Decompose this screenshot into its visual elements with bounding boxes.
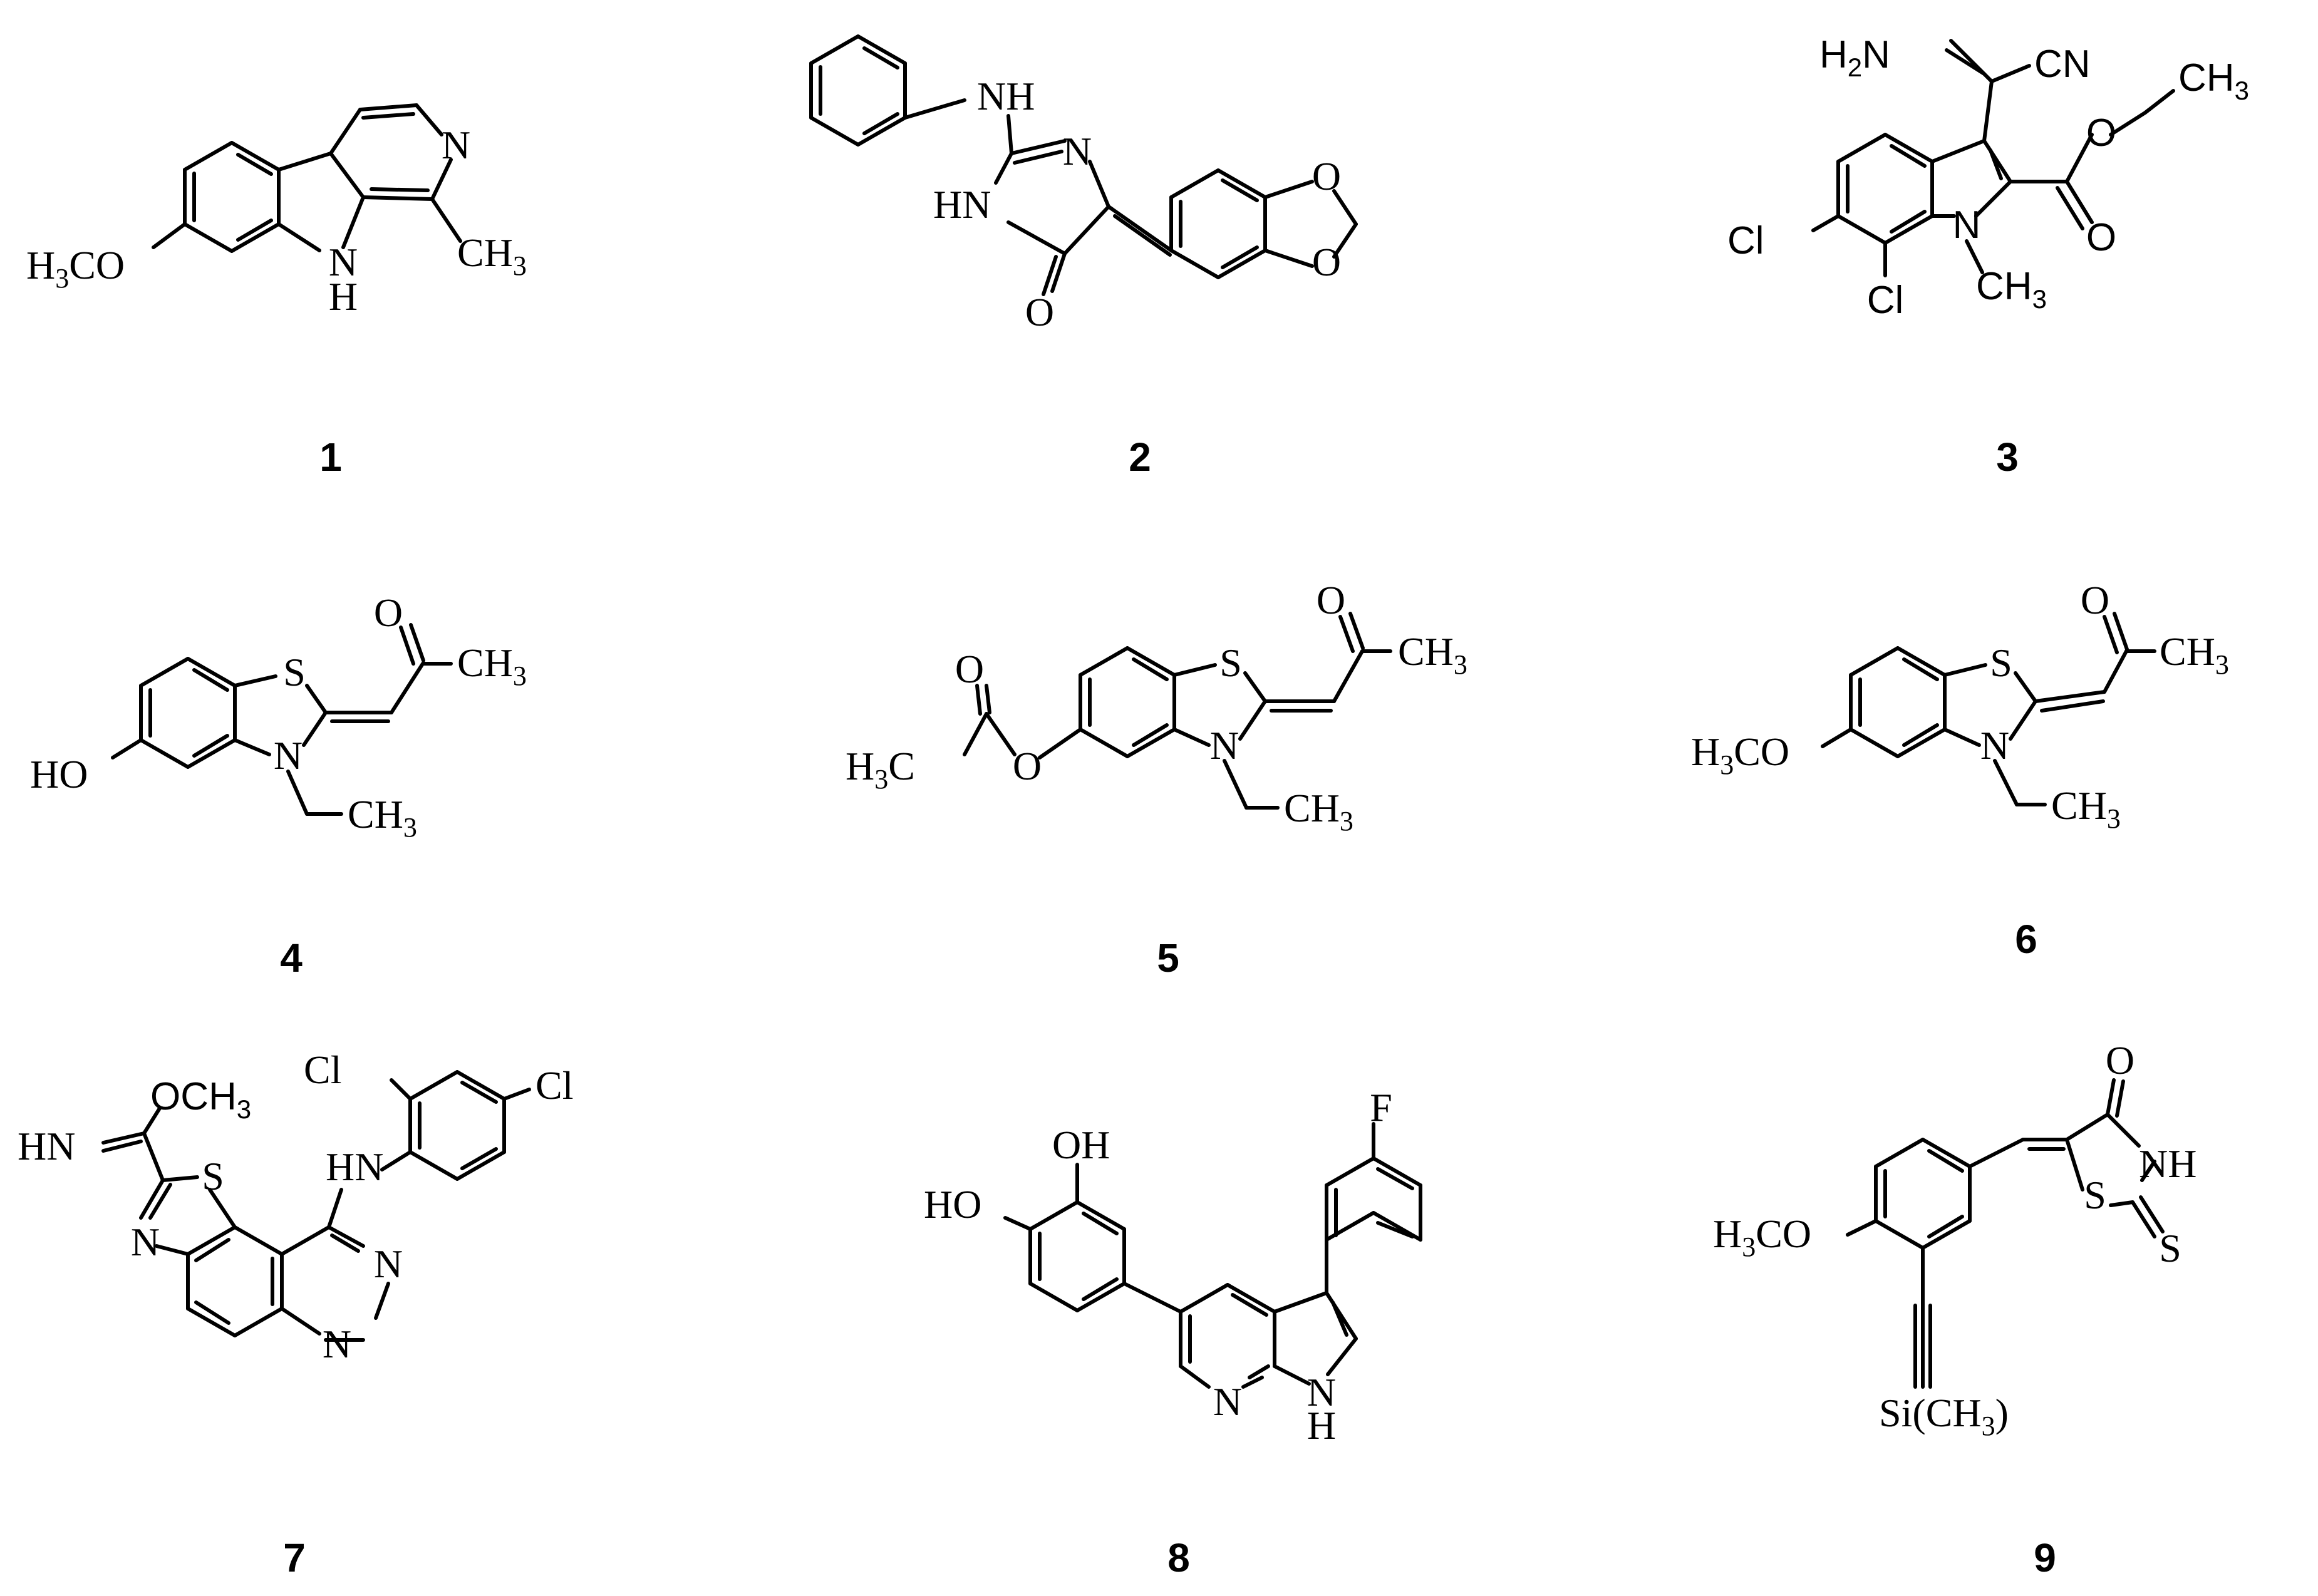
compound-7-label: HN xyxy=(326,1145,383,1189)
compound-4-label: HO xyxy=(30,752,88,796)
compound-3-label: CH3 xyxy=(2178,56,2249,105)
compound-6-label: O xyxy=(2081,578,2109,622)
compound-8-label: OH xyxy=(1052,1123,1110,1167)
compound-6-label: CH3 xyxy=(2160,629,2229,680)
compound-8-label: HO xyxy=(924,1182,981,1227)
compound-5-structure: S O CH3 N O O H3C CH3 xyxy=(846,578,1467,837)
compound-5-label: N xyxy=(1210,723,1239,768)
compound-9-label: NH xyxy=(2139,1141,2196,1186)
compound-3-label: Cl xyxy=(1867,279,1904,322)
compound-4-label: CH3 xyxy=(348,792,417,843)
compound-number: 9 xyxy=(2034,1535,2056,1580)
compound-number: 4 xyxy=(280,935,303,981)
compound-7-label: S xyxy=(202,1154,224,1198)
compound-3-label: CN xyxy=(2034,43,2091,86)
compound-3-label: O xyxy=(2086,111,2116,155)
compound-6-label: S xyxy=(1990,641,2012,685)
compound-7-label: HN xyxy=(18,1124,75,1168)
compound-5-label: H3C xyxy=(846,744,915,795)
compound-4-label: S xyxy=(283,650,306,694)
compound-8-label: N xyxy=(1213,1379,1242,1424)
compound-2-label: N xyxy=(1063,129,1092,173)
compound-5-label: CH3 xyxy=(1398,629,1467,680)
compound-3-label: CH3 xyxy=(1976,265,2047,314)
compound-number: 8 xyxy=(1167,1535,1190,1580)
compound-5-label: O xyxy=(1013,744,1042,788)
compound-3-structure: H2N CN O CH3 O N CH3 Cl Cl xyxy=(1727,33,2249,322)
compound-9-label: H3CO xyxy=(1713,1212,1811,1262)
compound-number: 3 xyxy=(1996,435,2019,480)
compound-5-label: O xyxy=(955,647,984,691)
compound-7-label: N xyxy=(131,1220,160,1264)
compound-2-label: O xyxy=(1312,240,1341,284)
compound-1-label: H3CO xyxy=(26,243,125,294)
compound-number: 1 xyxy=(319,435,342,480)
compound-number: 2 xyxy=(1129,435,1151,480)
compound-6-label: N xyxy=(1980,723,2009,768)
compound-5-label: O xyxy=(1317,578,1345,622)
compound-4-structure: S O CH3 N HO CH3 xyxy=(30,590,527,843)
compound-9-label: S xyxy=(2159,1226,2181,1270)
compound-2-label: HN xyxy=(933,182,991,227)
compound-7-label: Cl xyxy=(536,1063,573,1108)
compound-8-label: H xyxy=(1307,1403,1336,1448)
compound-3-label: Cl xyxy=(1727,219,1764,262)
compound-8-structure: F OH HO N N H xyxy=(924,1085,1422,1448)
compound-4-label: N xyxy=(274,733,303,778)
compound-9-structure: O NH S S H3CO Si(CH3) xyxy=(1713,1038,2196,1441)
compound-5-label: CH3 xyxy=(1284,786,1353,837)
compound-3-label: N xyxy=(1953,203,1981,247)
compound-6-label: H3CO xyxy=(1691,729,1789,780)
compound-9-label: Si(CH3) xyxy=(1879,1391,2009,1441)
compound-1-structure: N N H H3CO CH3 xyxy=(26,103,527,319)
compound-7-label: Cl xyxy=(304,1048,341,1092)
compound-6-label: CH3 xyxy=(2051,783,2121,834)
compound-4-label: CH3 xyxy=(457,641,527,691)
compound-7-label: OCH3 xyxy=(150,1075,251,1124)
compound-1-label: CH3 xyxy=(457,230,527,281)
compound-1-label: H xyxy=(329,274,358,319)
compound-8-label: N xyxy=(1307,1370,1336,1414)
compound-2-label: O xyxy=(1312,154,1341,198)
compound-4-label: O xyxy=(374,590,403,635)
compound-1-label: N xyxy=(442,123,470,167)
compound-6-structure: S O CH3 N H3CO CH3 xyxy=(1691,578,2229,834)
compound-3-label: O xyxy=(2086,216,2116,259)
compound-9-label: O xyxy=(2106,1038,2134,1083)
compound-number: 7 xyxy=(283,1535,306,1580)
compound-7-label: N xyxy=(323,1322,351,1366)
compound-2-label: O xyxy=(1025,290,1054,334)
compound-number: 6 xyxy=(2015,917,2037,962)
compound-2-label: NH xyxy=(977,74,1035,118)
compound-number: 5 xyxy=(1157,935,1179,981)
compound-8-label: F xyxy=(1370,1085,1392,1130)
compound-1-label: N xyxy=(329,240,358,284)
compound-7-structure: OCH3 HN Cl Cl S HN N N N xyxy=(18,1048,573,1366)
compound-7-label: N xyxy=(374,1242,403,1286)
compound-5-label: S xyxy=(1219,641,1242,685)
compound-9-label: S xyxy=(2084,1173,2106,1217)
compound-2-structure: NH N HN O O O xyxy=(809,34,1358,334)
compound-3-label: H2N xyxy=(1819,33,1890,82)
